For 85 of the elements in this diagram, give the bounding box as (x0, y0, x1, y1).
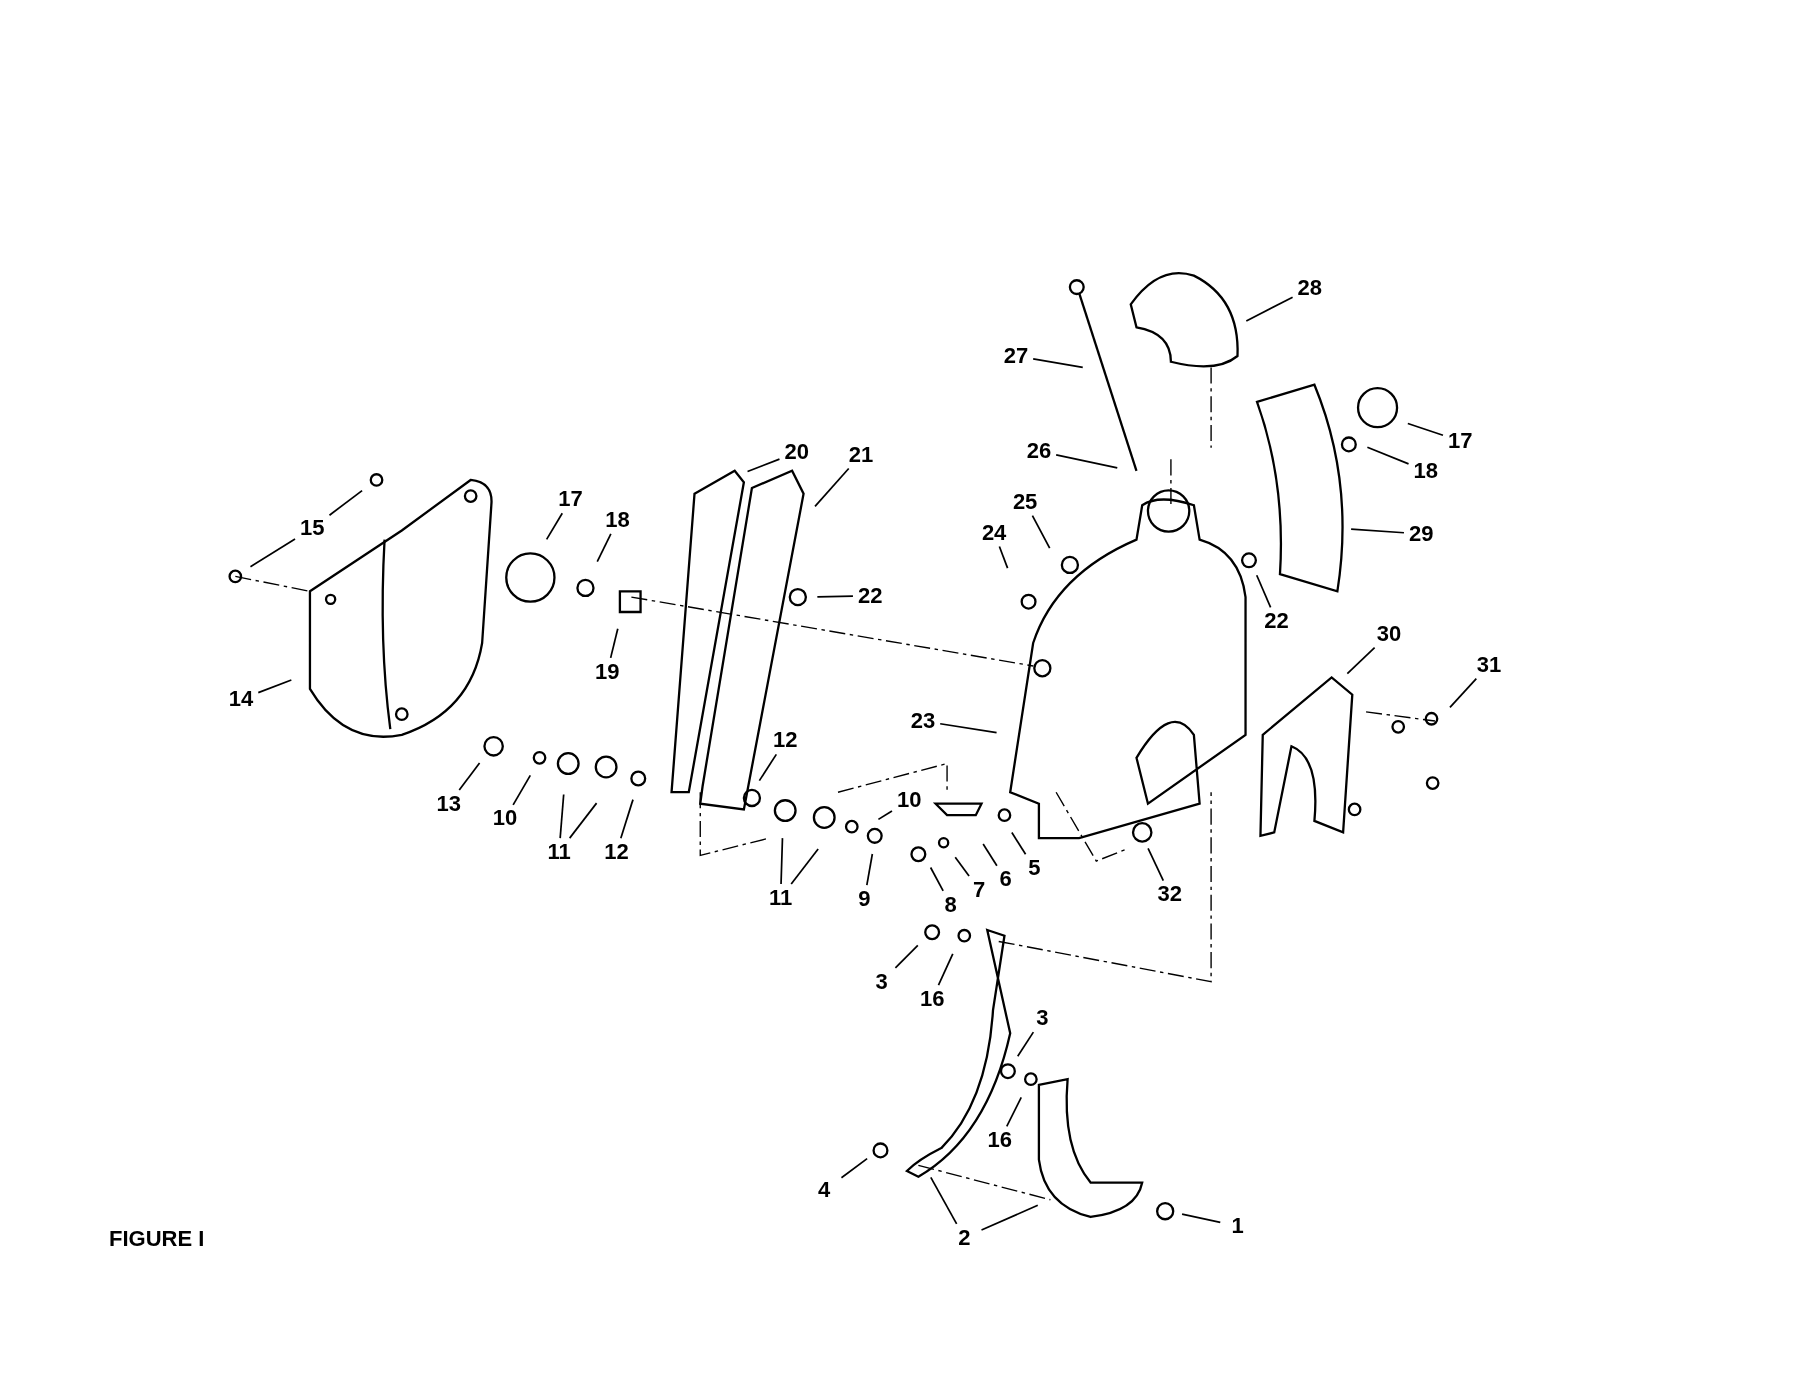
leader-line (758, 753, 778, 782)
callout-number: 18 (603, 508, 632, 532)
leader-line (939, 722, 998, 734)
callout-number: 9 (856, 886, 873, 911)
callout-number: 10 (490, 806, 520, 831)
callout-number: 24 (979, 520, 1009, 545)
callout-number: 2 (956, 1225, 973, 1250)
leader-line (1449, 677, 1478, 709)
callout-number: 31 (1474, 652, 1504, 677)
callout-number: 14 (226, 687, 256, 712)
callout-number: 22 (855, 583, 885, 608)
leader-line (1346, 646, 1376, 675)
leader-line (982, 843, 998, 867)
leader-line (249, 538, 296, 568)
callout-number: 18 (1411, 458, 1440, 483)
leader-line (980, 1204, 1039, 1231)
callout-number: 7 (971, 877, 988, 902)
callout-number: 26 (1024, 439, 1054, 464)
leader-line (937, 953, 954, 986)
callout-number: 8 (942, 892, 959, 917)
callout-number: 3 (873, 969, 890, 994)
callout-number: 32 (1155, 882, 1184, 907)
leader-line (814, 467, 850, 508)
callout-number: 6 (997, 867, 1014, 892)
callout-number: 20 (782, 440, 811, 465)
callout-number: 23 (908, 708, 938, 733)
leader-line (790, 848, 819, 885)
leader-line (1407, 422, 1444, 437)
callout-number: 11 (767, 885, 795, 910)
leader-line (1255, 574, 1272, 609)
leader-line (512, 774, 532, 806)
leader-line (559, 793, 565, 839)
callout-number: 4 (816, 1178, 833, 1203)
leader-line (866, 853, 874, 887)
leader-line (877, 810, 893, 821)
leader-line (1181, 1213, 1222, 1224)
leader-line (954, 856, 970, 877)
callout-number: 1 (1229, 1214, 1246, 1238)
callout-number: 25 (1010, 489, 1040, 514)
callout-number: 11 (545, 839, 573, 864)
callout-number: 29 (1406, 521, 1436, 546)
leader-line (894, 944, 919, 969)
leader-line (1366, 446, 1410, 465)
leader-line (1245, 296, 1294, 322)
leader-line (458, 762, 481, 791)
callout-number: 27 (1001, 343, 1031, 368)
leader-line (929, 866, 944, 892)
callout-number: 15 (298, 516, 327, 541)
callout-number: 5 (1026, 855, 1043, 880)
leader-line (780, 837, 784, 885)
callout-number: 3 (1034, 1006, 1051, 1031)
leader-line (619, 798, 634, 839)
leader-line (596, 533, 612, 563)
leader-line (1011, 831, 1027, 856)
callout-number: 10 (894, 788, 924, 813)
leader-line (1016, 1031, 1035, 1058)
leader-line (568, 802, 598, 839)
leader-line (1031, 514, 1051, 549)
leader-line (929, 1176, 958, 1225)
callout-number: 17 (1445, 428, 1475, 453)
leader-line (328, 489, 363, 517)
callout-number: 28 (1295, 276, 1325, 301)
leader-line (840, 1157, 868, 1179)
callout-number: 16 (917, 986, 947, 1011)
callout-number: 19 (593, 659, 622, 684)
callout-number: 16 (985, 1127, 1015, 1152)
leader-line (816, 595, 854, 598)
callout-number: 12 (602, 839, 631, 864)
leader-line (1147, 847, 1165, 882)
leader-line (998, 545, 1009, 569)
callout-number: 13 (434, 791, 464, 816)
callout-number: 21 (846, 442, 876, 467)
leader-line (1350, 528, 1405, 534)
leader-line (545, 512, 564, 541)
leader-line (609, 627, 619, 659)
callout-number: 30 (1374, 621, 1404, 646)
callout-number: 22 (1262, 609, 1291, 634)
leader-line (257, 679, 293, 694)
figure-caption: FIGURE I (109, 1226, 205, 1252)
leader-line (1055, 454, 1119, 469)
callout-number: 17 (556, 487, 585, 512)
leader-line (1032, 358, 1084, 369)
leader-line (1005, 1096, 1023, 1128)
callout-number: 12 (770, 728, 800, 753)
leader-line (746, 458, 781, 473)
